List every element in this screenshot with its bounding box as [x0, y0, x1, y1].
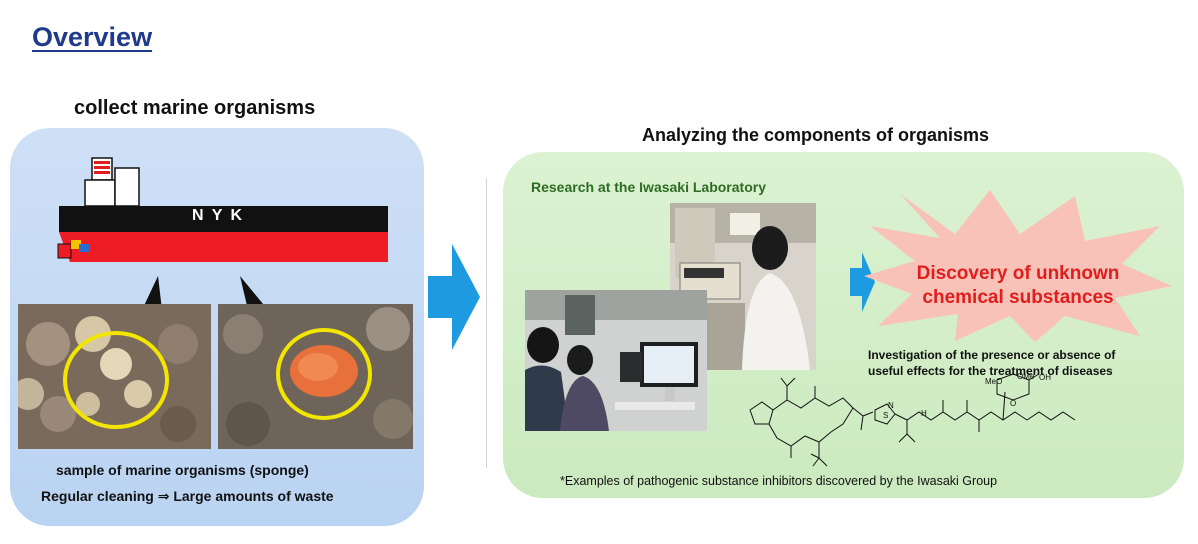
starburst-shape	[864, 190, 1172, 342]
examples-note: *Examples of pathogenic substance inhibi…	[560, 474, 998, 488]
discovery-arrow	[850, 252, 875, 312]
investigation-line-1: Investigation of the presence or absence…	[868, 348, 1116, 362]
investigation-text: Investigation of the presence or absence…	[868, 347, 1115, 379]
ship-label: N Y K	[192, 207, 245, 224]
waste-caption: Regular cleaning ⇒ Large amounts of wast…	[41, 488, 334, 504]
discovery-line-2: chemical substances	[922, 286, 1114, 308]
right-heading: Analyzing the components of organisms	[642, 125, 990, 145]
left-heading: collect marine organisms	[74, 97, 316, 119]
chemical-structures: S N MeO OMe OH O H	[749, 372, 1076, 467]
thiazole-ring	[874, 403, 896, 425]
sponge-photo-2	[218, 304, 413, 449]
sample-caption: sample of marine organisms (sponge)	[56, 462, 309, 478]
ship-hull-top	[59, 206, 388, 232]
lab-photo-computer	[525, 290, 707, 431]
chem-label-o: O	[1010, 399, 1016, 408]
divider	[486, 178, 487, 468]
page-title: Overview	[32, 22, 153, 52]
chem-label-n: N	[888, 401, 894, 410]
lab-title: Research at the Iwasaki Laboratory	[531, 179, 766, 195]
ship-illustration	[57, 157, 388, 262]
sugar-ring	[996, 373, 1030, 401]
discovery-text: Discovery of unknown chemical substances	[878, 262, 1158, 310]
callout-pointers	[142, 276, 268, 310]
process-arrow	[428, 244, 480, 350]
chem-label-oh: OH	[1039, 373, 1051, 382]
chem-label-ome: OMe	[1017, 372, 1035, 381]
ship-hull-bottom	[59, 232, 388, 262]
ship-bridge	[84, 179, 116, 207]
chem-label-h: H	[921, 409, 927, 418]
chem-label-meo: MeO	[985, 377, 1002, 386]
discovery-line-1: Discovery of unknown	[916, 263, 1120, 284]
sponge-photo-1	[18, 304, 211, 449]
investigation-line-2: useful effects for the treatment of dise…	[868, 364, 1113, 379]
chem-label-s: S	[883, 411, 888, 420]
pyrrolidine-ring	[749, 401, 774, 425]
